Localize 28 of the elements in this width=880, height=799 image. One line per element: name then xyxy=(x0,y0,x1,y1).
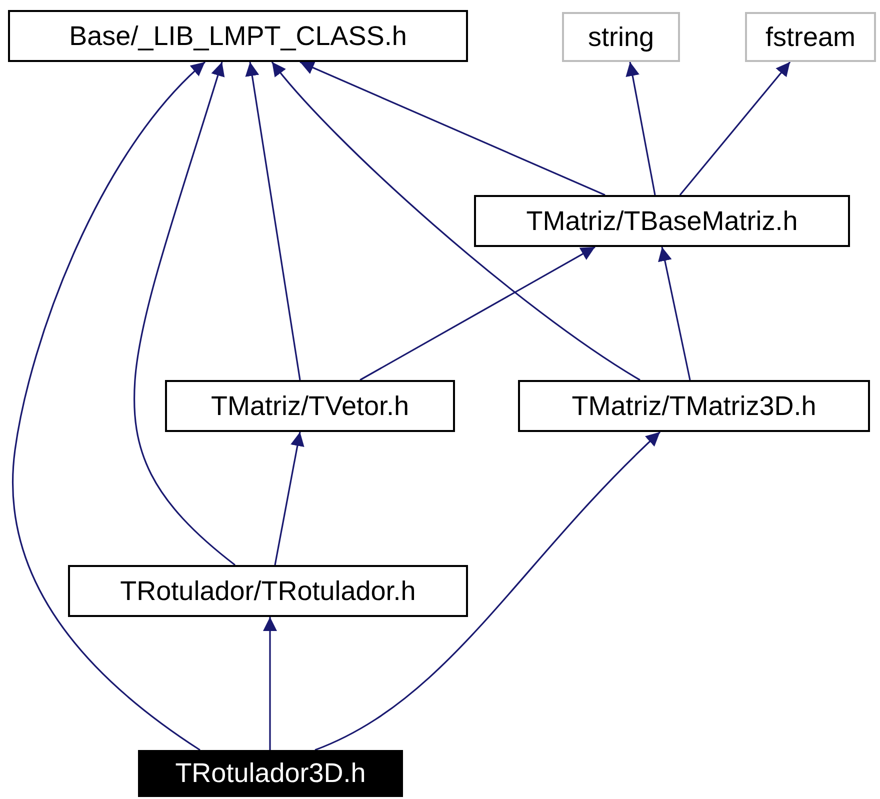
file-name: TRotulador3D.h xyxy=(175,758,366,789)
file-name: TMatriz/TBaseMatriz.h xyxy=(526,206,798,236)
file-box xyxy=(474,195,850,247)
arrow xyxy=(271,62,640,381)
arrow xyxy=(12,61,206,751)
arrow xyxy=(626,62,656,196)
arrow xyxy=(300,61,606,196)
arrow xyxy=(134,62,236,566)
file-name: string xyxy=(588,22,654,52)
file-name: Base/_LIB_LMPT_CLASS.h xyxy=(69,20,407,52)
arrow xyxy=(360,246,596,381)
arrow xyxy=(263,617,277,750)
file-name: TRotulador/TRotulador.h xyxy=(120,576,416,606)
file-box xyxy=(138,750,403,797)
file-box xyxy=(165,380,455,432)
file-box xyxy=(518,380,870,432)
arrow xyxy=(658,246,691,380)
file-box xyxy=(562,12,680,62)
file-name: TMatriz/TVetor.h xyxy=(210,390,410,422)
file-name: TMatriz/TMatriz3D.h xyxy=(572,390,816,422)
arrow xyxy=(679,61,791,196)
arrow xyxy=(245,62,301,380)
arrow xyxy=(314,431,661,751)
file-box xyxy=(8,10,468,62)
file-box xyxy=(745,12,876,62)
file-name: fstream xyxy=(765,22,856,52)
arrow xyxy=(274,432,304,566)
file-box xyxy=(68,565,468,617)
